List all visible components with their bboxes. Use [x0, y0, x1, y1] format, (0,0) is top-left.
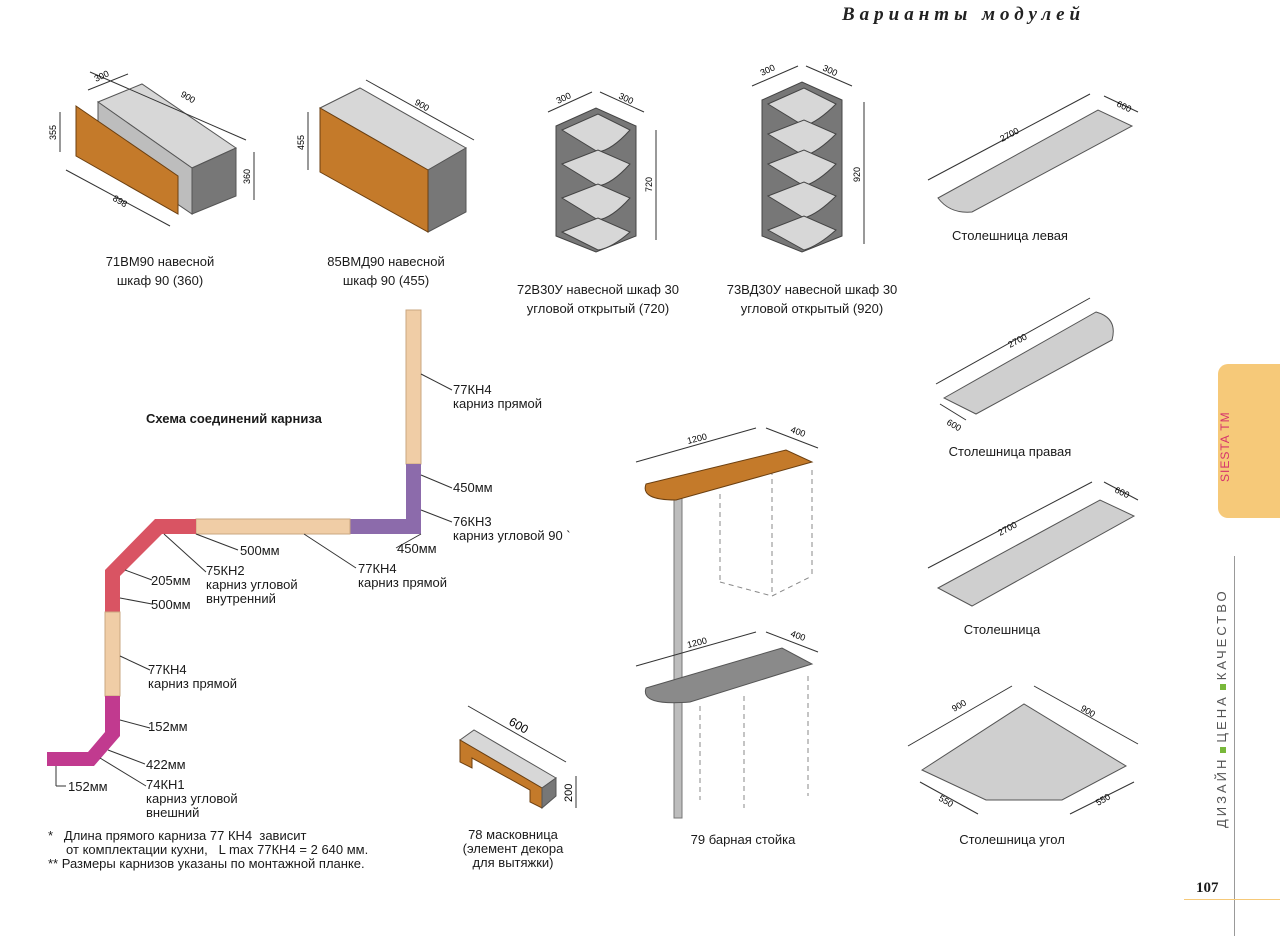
dim-label: 300: [821, 63, 839, 78]
dim-label: 600: [1115, 99, 1133, 114]
dim-label: 1200: [686, 635, 708, 650]
dim-label: 550: [937, 793, 955, 809]
schema-label: 77КН4 карниз прямой: [358, 561, 448, 590]
dim-label: 400: [789, 424, 807, 439]
dim-label: 600: [945, 417, 963, 433]
dim-label: 900: [413, 97, 431, 113]
footnotes: * Длина прямого карниза 77 КН4 зависит о…: [48, 829, 368, 871]
cabinet-72b30u-drawing: 300 300 720: [547, 90, 657, 253]
dim-label: 300: [555, 90, 573, 105]
cornice-schema-drawing: [47, 309, 453, 787]
caption-countertop-left: Столешница левая: [952, 228, 1068, 243]
dim-label: 898: [111, 193, 129, 209]
schema-title: Схема соединений карниза: [146, 411, 322, 426]
countertop-right-drawing: 2700 600: [935, 297, 1114, 433]
dim-label: 355: [48, 125, 58, 140]
schema-label: 500мм: [240, 543, 280, 558]
caption-71bm90: 71ВМ90 навесной шкаф 90 (360): [105, 254, 215, 288]
bullet-icon: [1219, 746, 1226, 753]
caption-mask: 78 масковница (элемент декора для вытяжк…: [462, 827, 564, 870]
schema-label: 500мм: [151, 597, 191, 612]
tagline-part: КАЧЕСТВО: [1214, 588, 1229, 681]
cabinet-73bd30u-drawing: 300 300 920: [751, 62, 865, 253]
page-number: 107: [1196, 880, 1219, 896]
bar-counter-drawing: 1200 400 1200 400: [635, 424, 819, 819]
dim-label: 900: [950, 698, 968, 714]
schema-label: 152мм: [68, 779, 108, 794]
caption-72b30u: 72В30У навесной шкаф 30 угловой открытый…: [516, 282, 680, 316]
dim-label: 600: [1113, 485, 1131, 500]
schema-label: 74КН1 карниз угловой внешний: [146, 777, 238, 820]
caption-countertop-right: Столешница правая: [948, 444, 1072, 459]
caption-73bd30u: 73ВД30У навесной шкаф 30 угловой открыты…: [726, 282, 898, 316]
schema-label: 77КН4 карниз прямой: [148, 662, 238, 691]
dim-label: 360: [242, 169, 252, 184]
cabinet-85bmd90-drawing: 900 455: [296, 79, 475, 233]
brand-tab: [1218, 364, 1280, 518]
footnote-line: * Длина прямого карниза 77 КН4 зависит: [48, 828, 307, 843]
dim-label: 2700: [1006, 332, 1028, 350]
dim-label: 2700: [996, 520, 1018, 538]
dim-label: 400: [789, 628, 807, 643]
page-title: Варианты модулей: [842, 4, 1086, 25]
countertop-left-drawing: 2700 600: [927, 93, 1139, 213]
dim-label: 920: [852, 167, 862, 182]
dim-label: 1200: [686, 431, 708, 446]
caption-bar: 79 барная стойка: [690, 832, 796, 847]
dim-label: 300: [759, 62, 777, 77]
schema-label: 76КН3 карниз угловой 90 `: [453, 514, 571, 543]
caption-countertop: Столешница: [963, 622, 1041, 637]
bullet-icon: [1219, 684, 1226, 691]
dim-label: 900: [179, 89, 197, 105]
schema-label: 450мм: [397, 541, 437, 556]
sidebar-divider: [1234, 556, 1235, 936]
dim-label: 720: [644, 177, 654, 192]
countertop-corner-drawing: 900 900 550 550: [907, 685, 1139, 815]
dim-label: 600: [507, 714, 532, 736]
dim-label: 300: [617, 91, 635, 106]
dim-label: 455: [296, 135, 306, 150]
page-number-rule: [1184, 899, 1280, 900]
schema-label: 152мм: [148, 719, 188, 734]
schema-label: 422мм: [146, 757, 186, 772]
tagline-part: ДИЗАЙН: [1214, 756, 1229, 828]
countertop-drawing: 2700 600: [927, 481, 1139, 607]
mask-decor-drawing: 600 200: [459, 705, 577, 810]
brand-label: SIESTA TM: [1218, 411, 1232, 482]
schema-label: 75КН2 карниз угловой внутренний: [206, 563, 298, 606]
tagline: ДИЗАЙН ЦЕНА КАЧЕСТВО: [1214, 562, 1234, 832]
schema-label: 450мм: [453, 480, 493, 495]
caption-countertop-corner: Столешница угол: [959, 832, 1065, 847]
dim-label: 900: [1079, 703, 1097, 719]
dim-label: 2700: [998, 126, 1020, 144]
cabinet-71bm90-drawing: 300 900 355 360 898: [48, 68, 255, 227]
schema-label: 205мм: [151, 573, 191, 588]
caption-85bmd90: 85ВМД90 навесной шкаф 90 (455): [327, 254, 445, 288]
footnote-line: ** Размеры карнизов указаны по монтажной…: [48, 856, 365, 871]
schema-label: 77КН4 карниз прямой: [453, 382, 543, 411]
tagline-part: ЦЕНА: [1214, 694, 1229, 743]
dim-label: 300: [93, 68, 111, 83]
dim-label: 200: [563, 784, 575, 802]
footnote-line: от комплектации кухни, L max 77КН4 = 2 6…: [48, 842, 369, 857]
